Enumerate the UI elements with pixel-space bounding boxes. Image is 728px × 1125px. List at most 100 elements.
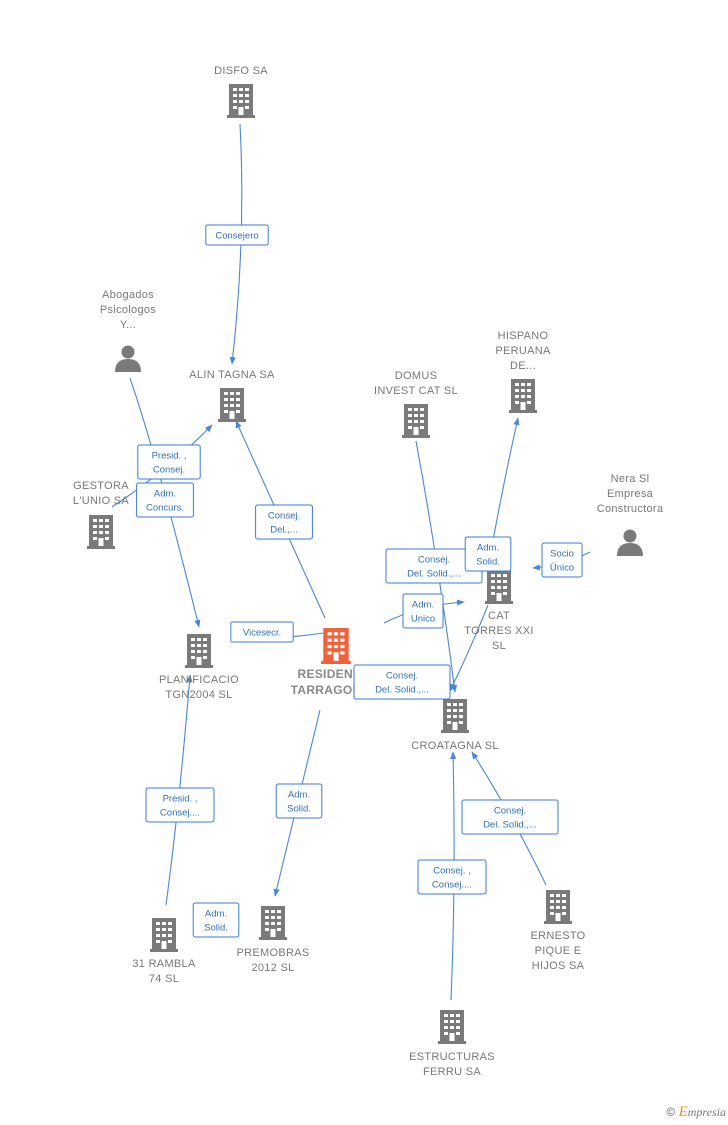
edge-label-rambla-planificacio: Presid. ,Consej....: [145, 787, 215, 823]
node-label: DISFO SA: [214, 65, 268, 77]
edge-label-line: Solid.: [204, 923, 228, 934]
node-label: 74 SL: [149, 973, 179, 985]
building-icon: [441, 699, 469, 733]
edge-label-box: [541, 542, 583, 578]
edge-label-residencia-cattorres: Adm. Unico: [402, 593, 444, 629]
edge-label-line: Del. Solid.,...: [407, 569, 461, 580]
edge-label-line: Concurs.: [146, 503, 184, 514]
copyright-symbol: ©: [666, 1105, 676, 1119]
edge-label-line: Consej....: [160, 808, 200, 819]
node-label: HISPANO: [498, 330, 549, 342]
edge-label-residencia-planificacio: Vicesecr.: [230, 621, 294, 643]
edge-label-estructuras-croatagna: Consej. , Consej....: [417, 859, 487, 895]
edge-label-line: Solid.: [287, 804, 311, 815]
node-label: L'UNIO SA: [73, 495, 130, 507]
edge-label-line: Único: [550, 563, 574, 574]
node-label: INVEST CAT SL: [374, 385, 458, 397]
node-ernesto[interactable]: ERNESTO PIQUE E HIJOS SA: [530, 890, 585, 972]
person-icon: [115, 345, 141, 372]
node-disfo[interactable]: DISFO SA: [214, 65, 268, 118]
edge-label-line: Del. Solid.,...: [483, 820, 537, 831]
edge-label-box: [137, 444, 201, 480]
node-label: Constructora: [597, 503, 664, 515]
node-rambla[interactable]: 31 RAMBLA 74 SL: [132, 918, 196, 985]
node-label: 31 RAMBLA: [132, 958, 196, 970]
node-label: FERRU SA: [423, 1066, 481, 1078]
building-icon: [87, 515, 115, 549]
node-label: Abogados: [102, 289, 154, 301]
node-croatagna[interactable]: CROATAGNA SL: [411, 699, 499, 752]
node-label: PLANIFICACIO: [159, 674, 239, 686]
edge-label-cattorres-hispano: Adm. Solid.: [464, 536, 512, 572]
edge-label-line: Unico: [411, 614, 435, 625]
edge-label-residencia-alin: Consej.Del.,...: [255, 504, 313, 540]
node-label: ERNESTO: [530, 930, 585, 942]
edge-label-box: [464, 536, 512, 572]
edge-label-line: Solid.: [476, 557, 500, 568]
brand-watermark: © Empresia: [666, 1104, 726, 1121]
node-label: ALIN TAGNA SA: [189, 369, 275, 381]
node-domus[interactable]: DOMUS INVEST CAT SL: [374, 370, 458, 438]
building-icon: [438, 1010, 466, 1044]
building-icon: [485, 570, 513, 604]
edge-abogados-to-planificacio: [129, 377, 201, 628]
edge-label-line: Consej.: [418, 555, 450, 566]
node-label: TORRES XXI: [464, 625, 533, 637]
edge-label-line: Adm.: [205, 909, 227, 920]
edge-label-ernesto-croatagna: Consej. Del. Solid.,...: [461, 799, 559, 835]
edge-label-line: Adm.: [412, 600, 434, 611]
building-icon: [321, 628, 351, 664]
person-icon: [617, 529, 643, 556]
edge-label-box: [192, 902, 240, 938]
node-label: DOMUS: [395, 370, 437, 382]
node-label: Psicologos: [100, 304, 156, 316]
node-alin[interactable]: ALIN TAGNA SA: [189, 369, 275, 422]
building-icon: [150, 918, 178, 952]
edge-label-box: [255, 504, 313, 540]
edge-label-box: [461, 799, 559, 835]
building-icon: [185, 634, 213, 668]
edge-label-box: [136, 482, 194, 518]
node-label: 2012 SL: [251, 962, 294, 974]
floating-edge-label: Adm. Solid.: [192, 902, 240, 938]
edge-label-line: Consej....: [432, 880, 472, 891]
edge-label-line: Socio: [550, 549, 574, 560]
edge-label-abogados-planificacio: Adm. Concurs.: [136, 482, 194, 518]
node-abogados[interactable]: AbogadosPsicologosY...: [100, 289, 156, 372]
building-icon: [259, 906, 287, 940]
edge-label-line: Consej.: [494, 806, 526, 817]
node-label: PIQUE E: [535, 945, 582, 957]
edge-label-cattorres-croatagna: Consej.Del. Solid.,...: [353, 664, 451, 700]
edge-label-line: Adm.: [154, 489, 176, 500]
building-icon: [402, 404, 430, 438]
node-label: HIJOS SA: [532, 960, 585, 972]
node-label: ESTRUCTURAS: [409, 1051, 495, 1063]
edge-label-line: Consejero: [215, 231, 258, 242]
node-hispano[interactable]: HISPANOPERUANADE...: [495, 330, 551, 413]
node-label: CROATAGNA SL: [411, 740, 499, 752]
edge-label-box: [417, 859, 487, 895]
edge-label-box: [205, 224, 269, 246]
node-label: Nera Sl: [611, 473, 650, 485]
edges-layer: [111, 123, 591, 1001]
edge-label-disfo-alin: Consejero: [205, 224, 269, 246]
building-icon: [544, 890, 572, 924]
building-icon: [509, 379, 537, 413]
edge-label-line: Adm.: [477, 543, 499, 554]
edge-label-box: [353, 664, 451, 700]
node-label: Empresa: [607, 488, 654, 500]
edge-label-box: [402, 593, 444, 629]
edge-label-gestora-alin: Presid. ,Consej.: [137, 444, 201, 480]
node-estructuras[interactable]: ESTRUCTURAS FERRU SA: [409, 1010, 495, 1078]
edge-label-line: Consej. ,: [433, 866, 471, 877]
edge-label-box: [145, 787, 215, 823]
